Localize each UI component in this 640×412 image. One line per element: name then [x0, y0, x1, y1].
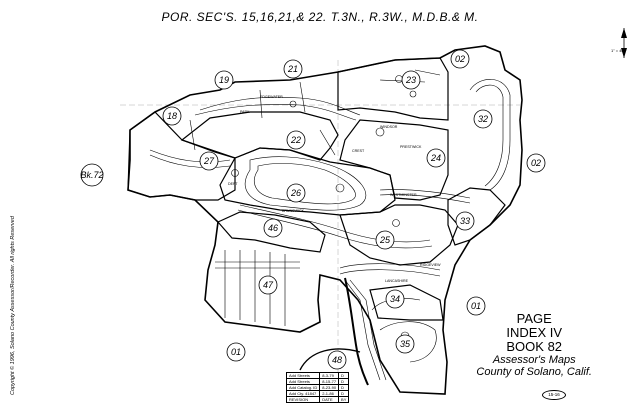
block-33 [447, 187, 506, 246]
index-line-book: BOOK 82 [506, 339, 563, 354]
svg-text:02: 02 [455, 54, 465, 64]
street-lancashire: LANCASHIRE [385, 279, 409, 283]
parcel-02-top[interactable]: 02 [450, 49, 470, 69]
parcel-32[interactable]: 32 [473, 109, 493, 129]
block-18 [127, 111, 236, 201]
svg-text:27: 27 [203, 156, 215, 166]
svg-text:35: 35 [400, 339, 411, 349]
street-ridgeview: RIDGEVIEW [420, 263, 441, 267]
parcel-34[interactable]: 34 [385, 289, 405, 309]
block-34 [369, 284, 444, 321]
index-block: PAGE INDEX IV BOOK 82 Assessor's Maps Co… [476, 311, 592, 379]
svg-text:33: 33 [460, 216, 470, 226]
svg-text:23: 23 [405, 75, 416, 85]
scale-label: 1" = 400' [611, 48, 627, 53]
svg-text:34: 34 [390, 294, 400, 304]
street-prestwick: PRESTWICK [400, 145, 422, 149]
parcel-01-right[interactable]: 01 [466, 296, 486, 316]
parcel-26[interactable]: 26 [286, 183, 306, 203]
svg-text:32: 32 [478, 114, 488, 124]
street-network [149, 69, 511, 381]
parcel-48[interactable]: 48 [327, 350, 347, 370]
street-crest: CREST [352, 149, 365, 153]
parcel-47[interactable]: 47 [258, 275, 278, 295]
arc-48 [299, 348, 361, 371]
svg-text:46: 46 [268, 223, 278, 233]
svg-text:24: 24 [430, 153, 441, 163]
svg-text:18: 18 [167, 111, 177, 121]
street-dept: DEPT [228, 182, 238, 186]
parcel-02-right[interactable]: 02 [526, 153, 546, 173]
creek [344, 277, 369, 386]
parcel-46[interactable]: 46 [263, 218, 283, 238]
street-windsor: WINDSOR [380, 125, 398, 129]
parcel-24[interactable]: 24 [426, 148, 446, 168]
svg-text:02: 02 [531, 158, 541, 168]
page-number-badge: 15-16 [542, 390, 566, 400]
index-line-county: County of Solano, Calif. [476, 366, 592, 378]
street-edgewater: EDGEWATER [260, 95, 283, 99]
parcel-27[interactable]: 27 [199, 151, 219, 171]
index-line-index: INDEX IV [506, 325, 563, 340]
parcel-35[interactable]: 35 [395, 334, 415, 354]
map-title: POR. SEC'S. 15,16,21,& 22. T.3N., R.3W.,… [161, 10, 479, 24]
street-westminster: WESTMINSTER [390, 193, 417, 197]
parcel-18[interactable]: 18 [162, 106, 182, 126]
svg-text:48: 48 [332, 355, 342, 365]
svg-text:19: 19 [219, 75, 229, 85]
svg-text:22: 22 [290, 135, 301, 145]
svg-text:Bk.72: Bk.72 [80, 170, 103, 180]
book-72-ref[interactable]: Bk.72 [80, 163, 104, 187]
parcel-33[interactable]: 33 [455, 211, 475, 231]
index-line-assessor: Assessor's Maps [492, 354, 576, 366]
block-25 [339, 204, 459, 266]
street-labels: EDGEWATER PARK WINDSOR DEPT BRUNSWICK WE… [228, 95, 441, 283]
svg-text:25: 25 [379, 235, 391, 245]
block-23 [337, 57, 449, 121]
street-brunswick: BRUNSWICK [282, 209, 305, 213]
street-park: PARK [240, 110, 250, 114]
parcel-labels: 19 21 02 23 18 32 22 27 24 02 Bk.72 26 4… [80, 49, 546, 370]
svg-text:01: 01 [471, 301, 481, 311]
block-26 [219, 147, 396, 216]
parcel-19[interactable]: 19 [214, 70, 234, 90]
svg-text:21: 21 [287, 64, 298, 74]
parcel-23[interactable]: 23 [401, 70, 421, 90]
north-arrow-icon [621, 28, 627, 58]
parcel-22[interactable]: 22 [286, 130, 306, 150]
index-line-page: PAGE [516, 311, 552, 326]
parcel-01-left[interactable]: 01 [226, 342, 246, 362]
svg-text:01: 01 [231, 347, 241, 357]
svg-text:47: 47 [263, 280, 274, 290]
block-24 [339, 119, 449, 201]
block-46 [217, 211, 326, 253]
parcel-25[interactable]: 25 [375, 230, 395, 250]
parcel-21[interactable]: 21 [283, 59, 303, 79]
svg-text:26: 26 [290, 188, 301, 198]
